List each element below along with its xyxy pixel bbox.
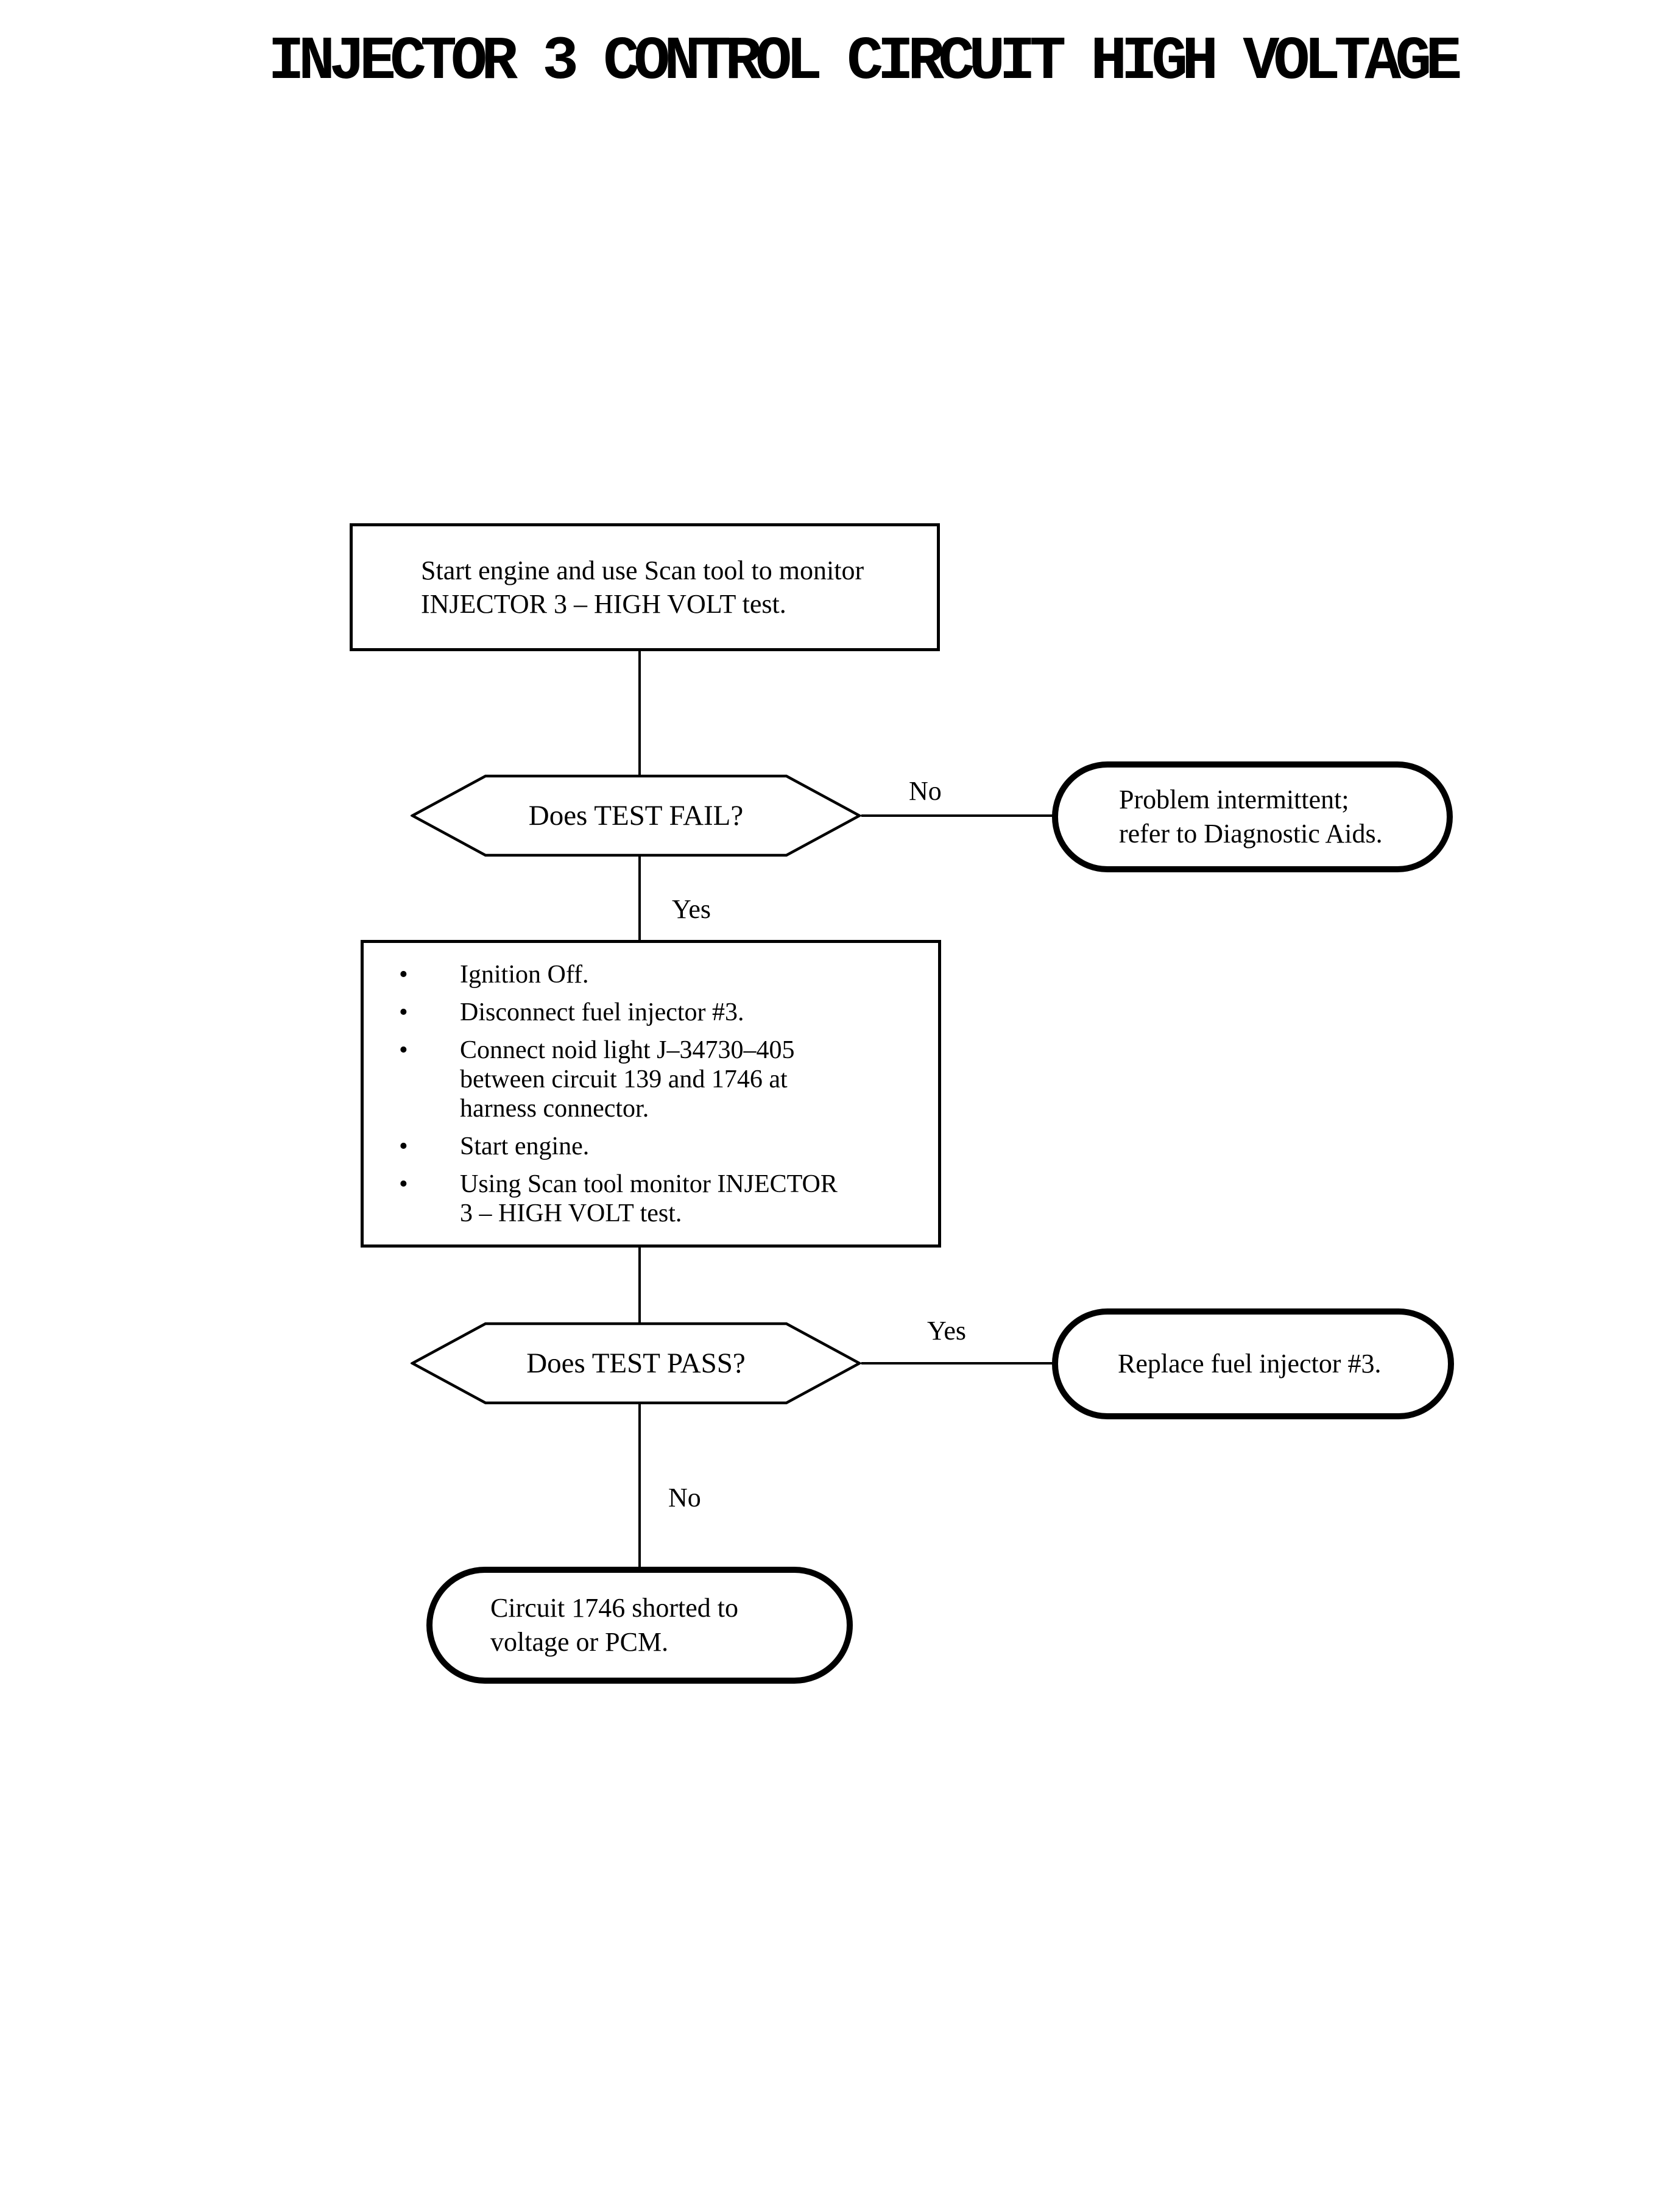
bullet-icon: •: [399, 1132, 408, 1160]
decision-fail-hexagon: Does TEST FAIL?: [411, 774, 861, 857]
replace-pill-line: Replace fuel injector #3.: [1118, 1349, 1382, 1379]
action-item: • Disconnect fuel injector #3.: [399, 998, 923, 1027]
action-box: • Ignition Off. • Disconnect fuel inject…: [361, 940, 941, 1248]
shorted-pill-line: Circuit 1746 shorted to: [490, 1593, 738, 1623]
action-item-text: Using Scan tool monitor INJECTOR 3 – HIG…: [460, 1170, 838, 1228]
action-item: • Ignition Off.: [399, 960, 923, 989]
shorted-pill: Circuit 1746 shorted to voltage or PCM.: [426, 1567, 853, 1684]
hexagon-outline: [411, 1322, 861, 1405]
action-item-line: 3 – HIGH VOLT test.: [460, 1199, 682, 1227]
branch-no-label: No: [668, 1483, 701, 1513]
shorted-pill-line: voltage or PCM.: [490, 1627, 669, 1657]
action-item-text: Ignition Off.: [460, 960, 589, 989]
hexagon-outline: [411, 774, 861, 857]
bullet-icon: •: [399, 1170, 408, 1198]
start-box-line: INJECTOR 3 – HIGH VOLT test.: [421, 589, 786, 619]
action-item-line: Ignition Off.: [460, 960, 589, 989]
bullet-icon: •: [399, 960, 408, 989]
intermittent-pill-line: refer to Diagnostic Aids.: [1119, 819, 1383, 849]
action-item-text: Disconnect fuel injector #3.: [460, 998, 744, 1027]
bullet-icon: •: [399, 998, 408, 1026]
branch-yes-label: Yes: [927, 1316, 967, 1346]
decision-fail-label: Does TEST FAIL?: [528, 800, 744, 831]
action-item-line: Start engine.: [460, 1132, 590, 1160]
action-item: • Connect noid light J–34730–405 between…: [399, 1036, 923, 1123]
action-item: • Using Scan tool monitor INJECTOR 3 – H…: [399, 1170, 923, 1228]
branch-no-label: No: [909, 776, 942, 806]
start-box: Start engine and use Scan tool to monito…: [350, 523, 940, 651]
action-item-line: Disconnect fuel injector #3.: [460, 998, 744, 1026]
decision-pass-hexagon: Does TEST PASS?: [411, 1322, 861, 1405]
start-box-line: Start engine and use Scan tool to monito…: [421, 556, 864, 585]
replace-pill: Replace fuel injector #3.: [1052, 1308, 1454, 1419]
action-item: • Start engine.: [399, 1132, 923, 1161]
action-item-text: Start engine.: [460, 1132, 589, 1161]
intermittent-pill-line: Problem intermittent;: [1119, 785, 1349, 814]
bullet-icon: •: [399, 1036, 408, 1064]
intermittent-pill: Problem intermittent; refer to Diagnosti…: [1052, 761, 1453, 872]
branch-yes-label: Yes: [672, 894, 711, 924]
action-item-line: harness connector.: [460, 1094, 649, 1123]
action-item-line: Connect noid light J–34730–405: [460, 1036, 795, 1064]
decision-pass-label: Does TEST PASS?: [526, 1347, 746, 1379]
action-item-text: Connect noid light J–34730–405 between c…: [460, 1036, 795, 1123]
page-title: INJECTOR 3 CONTROL CIRCUIT HIGH VOLTAGE: [268, 28, 1462, 97]
action-item-line: Using Scan tool monitor INJECTOR: [460, 1170, 838, 1198]
action-item-line: between circuit 139 and 1746 at: [460, 1065, 788, 1093]
